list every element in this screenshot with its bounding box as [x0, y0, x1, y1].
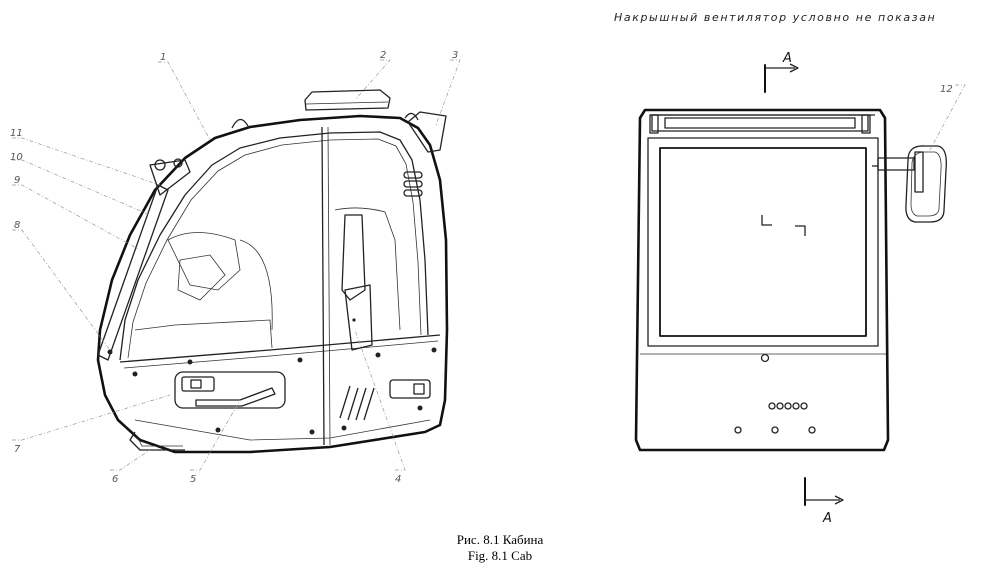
- callout-11: 11: [10, 128, 23, 139]
- figure-caption-ru: Рис. 8.1 Кабина: [456, 532, 544, 547]
- callout-2: 2: [380, 50, 386, 61]
- callout-labels: 1 2 3 4 5 6 7 8 9 10 11 12: [10, 50, 953, 485]
- callout-3: 3: [452, 50, 458, 61]
- callout-9: 9: [14, 175, 20, 186]
- cab-front-view: [634, 84, 966, 452]
- figure-caption-en: Fig. 8.1 Cab: [467, 548, 533, 563]
- callout-8: 8: [14, 220, 20, 231]
- callout-5: 5: [190, 474, 196, 485]
- callout-6: 6: [112, 474, 118, 485]
- callout-leaders: [12, 59, 461, 471]
- section-marker-top: A: [764, 51, 799, 93]
- cab-side-view: [96, 89, 449, 454]
- section-label-bottom: A: [822, 511, 832, 526]
- callout-4: 4: [395, 474, 401, 485]
- section-marker-bottom: A: [804, 477, 844, 526]
- callout-7: 7: [14, 444, 21, 455]
- callout-12: 12: [940, 84, 953, 95]
- drawing-note: Накрышный вентилятор условно не показан: [614, 11, 937, 24]
- callout-1: 1: [160, 52, 166, 63]
- callout-10: 10: [10, 152, 23, 163]
- section-label-top: A: [782, 51, 792, 66]
